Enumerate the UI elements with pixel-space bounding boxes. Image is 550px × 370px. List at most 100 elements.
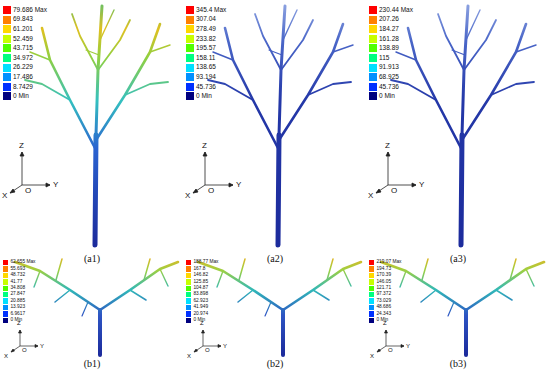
legend-swatch — [369, 298, 374, 303]
legend-swatch — [186, 64, 194, 72]
legend-swatch — [369, 25, 377, 33]
legend-value: 207.26 — [379, 16, 399, 23]
legend-value: 146.05 — [376, 280, 391, 285]
legend-swatch — [3, 311, 8, 316]
legend-value: 307.04 — [196, 16, 216, 23]
axis-label: Y — [53, 181, 58, 189]
legend-value: 0 Min — [196, 93, 212, 100]
legend-value: 0 Min — [13, 93, 29, 100]
legend-value: 24.343 — [376, 312, 391, 317]
axis-label: Z — [19, 142, 24, 150]
axis-label: X — [187, 353, 191, 359]
legend-swatch — [369, 279, 374, 284]
legend-value: 61.201 — [13, 26, 33, 33]
legend-value: 43.715 — [13, 45, 33, 52]
legend-value: 97.372 — [376, 292, 391, 297]
axis-label: Z — [202, 142, 207, 150]
axis-label: O — [25, 187, 31, 195]
legend-value: 26.229 — [13, 64, 33, 71]
axis-label: O — [22, 347, 27, 353]
legend-value: 45.736 — [196, 84, 216, 91]
legend-value: 48.732 — [10, 273, 25, 278]
legend-swatch — [3, 73, 11, 81]
legend-value: 83.898 — [193, 292, 208, 297]
axis-label: Y — [236, 181, 241, 189]
legend-value: 115 — [379, 55, 389, 62]
legend-swatch — [369, 305, 374, 310]
axis-label: Y — [419, 181, 424, 189]
legend-value: 13.923 — [10, 305, 25, 310]
axis-label: O — [205, 347, 210, 353]
legend-value: 230.44 Max — [379, 7, 413, 14]
legend-swatch — [3, 266, 8, 271]
legend-swatch — [186, 311, 191, 316]
legend-swatch — [369, 311, 374, 316]
axis-label: X — [370, 353, 374, 359]
legend-swatch — [186, 305, 191, 310]
legend-swatch — [186, 54, 194, 62]
legend-swatch — [3, 92, 11, 100]
legend-swatch — [3, 35, 11, 43]
legend-swatch — [186, 35, 194, 43]
legend-value: 0 Min — [376, 318, 388, 323]
legend-swatch — [186, 260, 191, 265]
panel-label: (a1) — [84, 254, 100, 264]
legend-value: 91.913 — [379, 64, 399, 71]
legend-swatch — [3, 286, 8, 291]
panel-label: (a3) — [450, 254, 466, 264]
axis-label: X — [185, 192, 190, 200]
legend-swatch — [369, 292, 374, 297]
legend-value: 184.27 — [379, 26, 399, 33]
legend-swatch — [3, 25, 11, 33]
legend-swatch — [3, 292, 8, 297]
panel-label: (a2) — [267, 254, 283, 264]
axis-label: O — [208, 187, 214, 195]
legend-swatch — [369, 266, 374, 271]
legend-value: 45.736 — [379, 84, 399, 91]
legend-swatch — [369, 260, 374, 265]
legend-value: 52.459 — [13, 36, 33, 43]
legend-value: 6.9617 — [10, 312, 25, 317]
legend-value: 138.89 — [379, 45, 399, 52]
legend-value: 0 Min — [379, 93, 395, 100]
legend-value: 17.486 — [13, 74, 33, 81]
axis-label: X — [4, 353, 8, 359]
legend-swatch — [186, 298, 191, 303]
legend-swatch — [369, 286, 374, 291]
axis-label: Y — [406, 343, 410, 349]
legend-value: 146.82 — [193, 273, 208, 278]
legend-value: 68.925 — [379, 74, 399, 81]
legend-value: 34.808 — [10, 286, 25, 291]
legend-swatch — [3, 305, 8, 310]
legend-swatch — [186, 273, 191, 278]
legend-swatch — [369, 273, 374, 278]
legend-swatch — [186, 279, 191, 284]
axis-label: O — [391, 187, 397, 195]
legend-value: 48.686 — [376, 305, 391, 310]
legend-value: 167.8 — [193, 267, 205, 272]
legend-swatch — [369, 92, 377, 100]
panel-label: (b2) — [267, 359, 284, 369]
legend-swatch — [369, 83, 377, 91]
legend-swatch — [3, 6, 11, 14]
legend-value: 69.843 — [13, 16, 33, 23]
legend-value: 161.28 — [379, 36, 399, 43]
legend-value: 8.7429 — [13, 84, 33, 91]
legend-swatch — [369, 44, 377, 52]
legend-swatch — [186, 16, 194, 24]
legend-swatch — [369, 6, 377, 14]
legend-value: 27.847 — [10, 292, 25, 297]
legend-swatch — [186, 266, 191, 271]
legend-swatch — [186, 318, 191, 323]
legend-value: 62.923 — [193, 299, 208, 304]
panel-label: (b3) — [450, 359, 467, 369]
legend-swatch — [186, 83, 194, 91]
legend-swatch — [186, 292, 191, 297]
axis-label: Y — [40, 343, 44, 349]
legend-swatch — [186, 25, 194, 33]
legend-swatch — [186, 6, 194, 14]
legend-swatch — [369, 16, 377, 24]
legend-value: 345.4 Max — [196, 7, 226, 14]
